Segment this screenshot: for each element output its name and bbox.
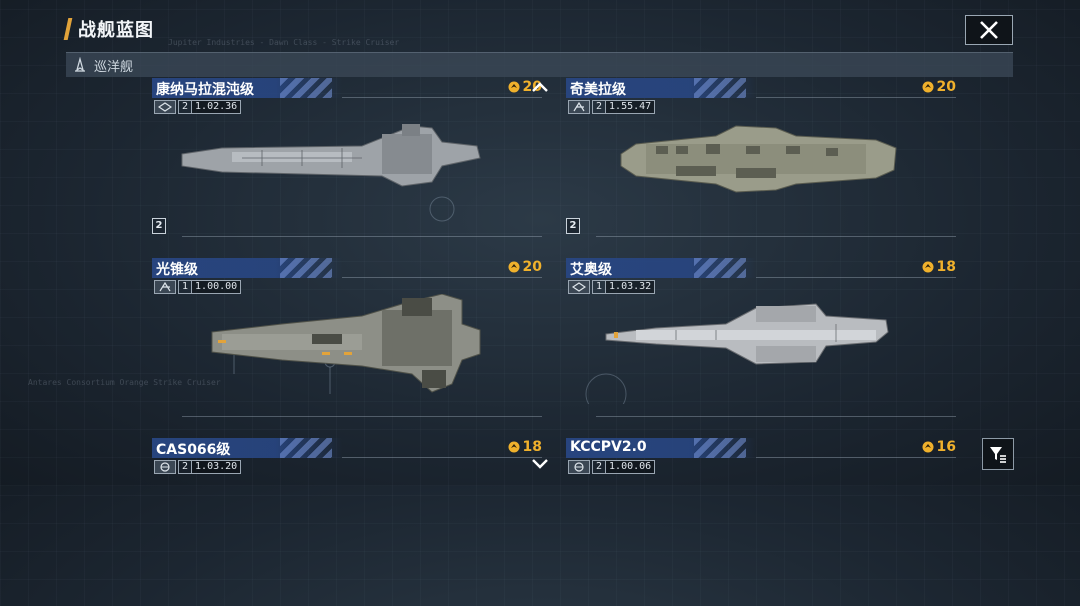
version-value: 1.02.36: [192, 101, 241, 113]
scroll-down-button[interactable]: [531, 456, 549, 470]
tier-value: 2: [179, 101, 193, 113]
command-point-icon: [922, 441, 934, 453]
cost-display: 16: [922, 439, 956, 455]
page-header: 战舰蓝图: [63, 16, 154, 42]
name-plate: CAS066级: [152, 438, 342, 458]
name-plate: 奇美拉级: [566, 78, 756, 98]
command-point-icon: [508, 441, 520, 453]
card-header: 康纳马拉混沌级 20: [152, 78, 542, 98]
ship-name: 艾奥级: [570, 262, 612, 278]
cost-display: 20: [508, 259, 542, 275]
cost-value: 20: [936, 79, 956, 95]
card-header: 奇美拉级 20: [566, 78, 956, 98]
cruiser-class-icon: [75, 57, 85, 72]
category-label: 巡洋舰: [94, 59, 134, 75]
ship-type-b-icon: [568, 100, 590, 114]
version-value: 1.55.47: [606, 101, 655, 113]
version-value: 1.03.20: [192, 461, 241, 473]
version-value: 1.00.00: [192, 281, 241, 293]
cost-value: 18: [936, 259, 956, 275]
ship-type-c-icon: [154, 460, 176, 474]
ship-name: CAS066级: [156, 442, 231, 458]
tier-value: 2: [593, 101, 607, 113]
cost-value: 20: [522, 259, 542, 275]
command-point-icon: [508, 261, 520, 273]
tier-value: 1: [593, 281, 607, 293]
ship-blueprint: [576, 114, 946, 233]
close-button[interactable]: [965, 15, 1013, 45]
name-plate: 光锥级: [152, 258, 342, 278]
cost-display: 18: [922, 259, 956, 275]
name-plate: KCCPV2.0: [566, 438, 756, 458]
ship-model-icon: [585, 303, 936, 415]
ship-model-icon: [181, 124, 492, 235]
filter-button[interactable]: [982, 438, 1014, 470]
ship-blueprint: [576, 294, 946, 415]
close-icon: [980, 21, 998, 39]
ship-type-b-icon: [154, 280, 176, 294]
title-accent: [63, 18, 73, 40]
cost-value: 18: [522, 439, 542, 455]
tier-value: 2: [179, 461, 193, 473]
command-point-icon: [508, 81, 520, 93]
scroll-up-button[interactable]: [531, 79, 549, 93]
card-header: 艾奥级 18: [566, 258, 956, 278]
chevron-up-icon: [532, 82, 548, 92]
version-value: 1.03.32: [606, 281, 655, 293]
ship-type-a-icon: [154, 100, 176, 114]
cost-display: 20: [922, 79, 956, 95]
bg-blueprint-text: Antares Consortium Orange Strike Cruiser: [28, 378, 221, 387]
tier-value: 1: [179, 281, 193, 293]
ship-name: 奇美拉级: [570, 82, 626, 98]
cost-display: 20: [508, 79, 542, 95]
command-point-icon: [922, 261, 934, 273]
cost-value: 20: [522, 79, 542, 95]
name-plate: 艾奥级: [566, 258, 756, 278]
ship-type-a-icon: [568, 280, 590, 294]
card-header: 光锥级 20: [152, 258, 542, 278]
copy-count-badge: 2: [566, 218, 580, 234]
version-value: 1.00.06: [606, 461, 655, 473]
ship-name: 康纳马拉混沌级: [156, 82, 254, 98]
ship-blueprint: [162, 114, 532, 235]
command-point-icon: [922, 81, 934, 93]
ship-name: KCCPV2.0: [570, 439, 647, 455]
tier-value: 2: [593, 461, 607, 473]
ship-model-icon: [202, 293, 522, 415]
filter-icon: [990, 447, 1006, 463]
cost-value: 16: [936, 439, 956, 455]
name-plate: 康纳马拉混沌级: [152, 78, 342, 98]
card-header: KCCPV2.0 16: [566, 438, 956, 458]
ship-name: 光锥级: [156, 262, 198, 278]
ship-blueprint: [162, 293, 532, 415]
ship-type-c-icon: [568, 460, 590, 474]
chevron-down-icon: [532, 459, 548, 469]
category-bar[interactable]: 巡洋舰: [66, 52, 1013, 77]
bg-blueprint-text: Jupiter Industries - Dawn Class - Strike…: [168, 38, 400, 47]
page-title: 战舰蓝图: [78, 20, 154, 41]
copy-count-badge: 2: [152, 218, 166, 234]
cost-display: 18: [508, 439, 542, 455]
card-header: CAS066级 18: [152, 438, 542, 458]
ship-model-icon: [616, 125, 936, 233]
